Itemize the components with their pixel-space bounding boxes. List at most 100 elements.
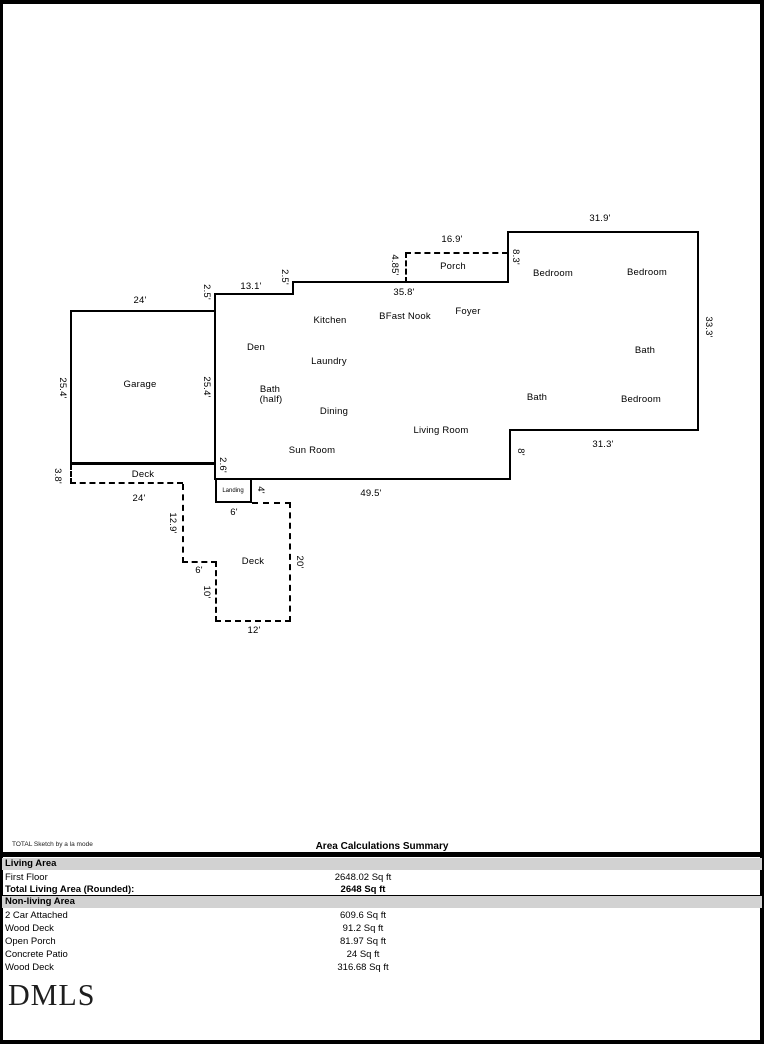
dim-31-9: 31.9': [589, 213, 611, 224]
dim-31-3: 31.3': [592, 439, 614, 450]
room-bedroom-1: Bedroom: [533, 268, 573, 279]
dim-10: 10': [201, 585, 212, 599]
room-bath-2: Bath: [526, 392, 548, 403]
row-value: 609.6 Sq ft: [340, 910, 386, 921]
wall-left: [214, 293, 216, 480]
row-value: 81.97 Sq ft: [340, 936, 386, 947]
summary-header-bar: [2, 852, 762, 857]
dim-12-9: 12.9': [167, 512, 178, 534]
deck-lower-edge-12-9: [182, 484, 184, 563]
dim-4-85: 4.85': [389, 254, 400, 276]
garage-wall-left: [70, 310, 72, 465]
deck-lower-edge-6: [182, 561, 217, 563]
wall-step-8: [509, 429, 511, 480]
summary-title: Area Calculations Summary: [315, 841, 449, 852]
room-bath-half-line2: (half): [259, 394, 283, 405]
section-header-nonliving-area: Non-living Area: [2, 896, 762, 908]
room-laundry: Laundry: [311, 356, 347, 367]
border-right: [760, 0, 764, 1044]
brand-text: TOTAL Sketch by a la mode: [12, 841, 93, 848]
table-row: 2 Car Attached 609.6 Sq ft: [2, 909, 762, 922]
row-label: 2 Car Attached: [5, 910, 68, 921]
room-den: Den: [246, 342, 266, 353]
dim-25-4-right: 25.4': [201, 376, 212, 398]
room-bath-half-line1: Bath: [259, 384, 281, 395]
room-dining: Dining: [319, 406, 349, 417]
dim-25-4-left: 25.4': [57, 377, 68, 399]
dim-35-8: 35.8': [393, 287, 415, 298]
total-value: 2648 Sq ft: [340, 884, 386, 895]
dim-2-5-b: 2.5': [279, 269, 290, 285]
deck-lower-edge-12: [215, 620, 291, 622]
wall-wing-top: [507, 231, 699, 233]
deck-lower-edge-top: [252, 502, 291, 504]
dim-24-top: 24': [133, 295, 147, 306]
table-row: Concrete Patio 24 Sq ft: [2, 948, 762, 961]
room-bfast-nook: BFast Nook: [379, 311, 431, 322]
section-divider: [2, 895, 762, 896]
dmls-logo: DMLS: [8, 977, 96, 1012]
row-value: 316.68 Sq ft: [337, 962, 389, 973]
room-deck-upper: Deck: [131, 469, 155, 480]
dim-4: 4': [255, 486, 266, 494]
dim-8-3: 8.3': [510, 249, 521, 265]
dim-33-3: 33.3': [703, 316, 714, 338]
table-row: Wood Deck 316.68 Sq ft: [2, 961, 762, 974]
dim-2-5-a: 2.5': [201, 284, 212, 300]
table-row: Wood Deck 91.2 Sq ft: [2, 922, 762, 935]
room-deck-lower: Deck: [241, 556, 265, 567]
border-left: [0, 0, 3, 1044]
wall-wing-bottom: [509, 429, 699, 431]
room-porch: Porch: [440, 261, 466, 272]
table-row: First Floor 2648.02 Sq ft: [2, 871, 762, 884]
porch-edge-left: [405, 252, 407, 283]
row-label: Concrete Patio: [5, 949, 68, 960]
wall-step-2-5: [292, 283, 294, 295]
row-label: Open Porch: [5, 936, 56, 947]
dim-2-6: 2.6': [217, 457, 228, 473]
total-label: Total Living Area (Rounded):: [5, 884, 135, 895]
section-header-living-area: Living Area: [2, 858, 762, 870]
row-value: 24 Sq ft: [346, 949, 380, 960]
deck-upper-edge-bottom: [70, 482, 183, 484]
dim-49-5: 49.5': [360, 488, 382, 499]
dim-12: 12': [247, 625, 261, 636]
border-bottom: [0, 1040, 764, 1044]
porch-edge-top: [405, 252, 508, 254]
table-row-total: Total Living Area (Rounded): 2648 Sq ft: [2, 883, 762, 896]
dim-8: 8': [515, 448, 526, 456]
room-sun-room: Sun Room: [288, 445, 336, 456]
wall-wing-left: [507, 231, 509, 283]
deck-lower-edge-10: [215, 561, 217, 622]
room-bedroom-2: Bedroom: [627, 267, 667, 278]
dim-24-bottom: 24': [132, 493, 146, 504]
room-foyer: Foyer: [455, 306, 481, 317]
room-living-room: Living Room: [413, 425, 469, 436]
table-row: Open Porch 81.97 Sq ft: [2, 935, 762, 948]
dim-3-8: 3.8': [52, 468, 63, 484]
row-value: 91.2 Sq ft: [342, 923, 384, 934]
garage-wall-bottom: [70, 462, 216, 465]
wall-bottom: [215, 478, 511, 480]
dim-20: 20': [294, 555, 305, 569]
wall-top-left: [215, 293, 294, 295]
room-bedroom-3: Bedroom: [621, 394, 661, 405]
border-top: [0, 0, 764, 4]
wall-top-center: [292, 281, 509, 283]
dim-6-notch: 6': [195, 565, 203, 576]
dim-16-9: 16.9': [441, 234, 463, 245]
room-kitchen: Kitchen: [313, 315, 347, 326]
row-label: Wood Deck: [5, 962, 54, 973]
row-label: Wood Deck: [5, 923, 54, 934]
deck-lower-edge-20: [289, 502, 291, 622]
room-bath-1: Bath: [634, 345, 656, 356]
dim-6-landing: 6': [230, 507, 238, 518]
garage-wall-top: [70, 310, 216, 312]
room-garage: Garage: [123, 379, 157, 390]
dim-13-1: 13.1': [240, 281, 262, 292]
wall-right: [697, 231, 699, 431]
landing-box: [215, 478, 252, 503]
row-value: 2648.02 Sq ft: [334, 872, 392, 883]
room-landing: Landing: [222, 488, 244, 494]
